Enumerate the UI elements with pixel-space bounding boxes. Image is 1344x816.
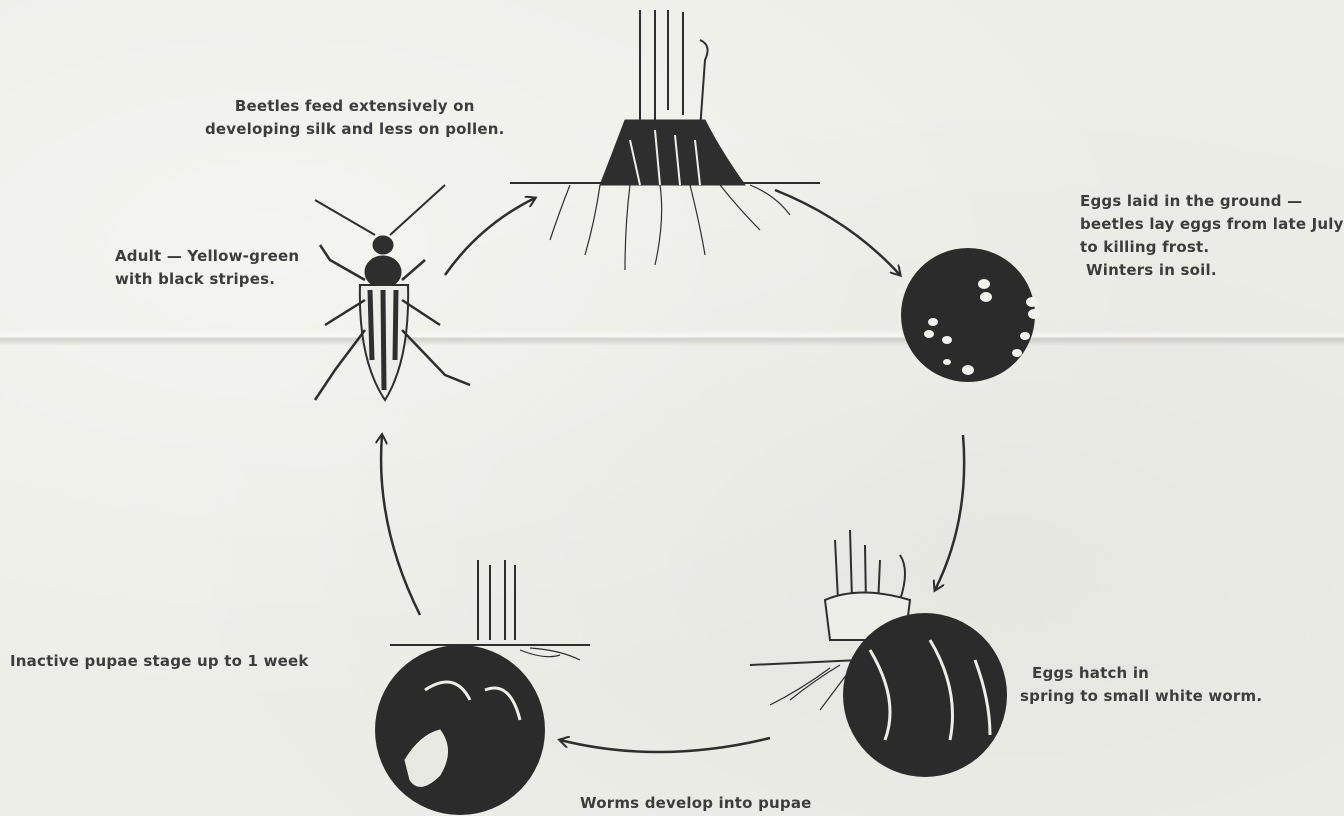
label-beetles-feed-line-1: Beetles feed extensively on [205, 95, 504, 118]
hatching-worm-illustration [750, 530, 1007, 777]
label-eggs-hatch-line-2: spring to small white worm. [1020, 685, 1262, 708]
label-adult-line-2: with black stripes. [115, 268, 299, 291]
label-eggs-laid-line-1: Eggs laid in the ground — [1080, 190, 1344, 213]
arrow-corn-to-eggs [775, 190, 900, 275]
label-adult: Adult — Yellow-green with black stripes. [115, 245, 299, 291]
arrow-eggs-to-hatch [935, 435, 964, 590]
label-eggs-laid-line-2: beetles lay eggs from late July [1080, 213, 1344, 236]
adult-beetle-illustration [315, 185, 470, 400]
label-pupae-stage: Inactive pupae stage up to 1 week [10, 650, 309, 673]
label-eggs-hatch-line-1: Eggs hatch in [1020, 662, 1262, 685]
arrow-pupae-to-adult [381, 435, 420, 615]
arrow-worm-to-pupae [560, 738, 770, 752]
label-adult-line-1: Adult — Yellow-green [115, 245, 299, 268]
corn-stalk-roots-illustration [510, 10, 820, 270]
label-eggs-hatch: Eggs hatch in spring to small white worm… [1020, 662, 1262, 708]
label-beetles-feed-line-2: developing silk and less on pollen. [205, 118, 504, 141]
label-worms-develop-line-1: Worms develop into pupae [580, 792, 812, 815]
label-pupae-stage-line-1: Inactive pupae stage up to 1 week [10, 650, 309, 673]
label-eggs-laid-line-4: Winters in soil. [1080, 259, 1344, 282]
label-beetles-feed: Beetles feed extensively on developing s… [205, 95, 504, 141]
label-eggs-laid: Eggs laid in the ground — beetles lay eg… [1080, 190, 1344, 282]
eggs-in-soil-illustration [901, 248, 1040, 382]
arrow-adult-to-corn [445, 198, 535, 275]
label-worms-develop: Worms develop into pupae [580, 792, 812, 815]
pupae-stage-illustration [375, 560, 590, 815]
label-eggs-laid-line-3: to killing frost. [1080, 236, 1344, 259]
